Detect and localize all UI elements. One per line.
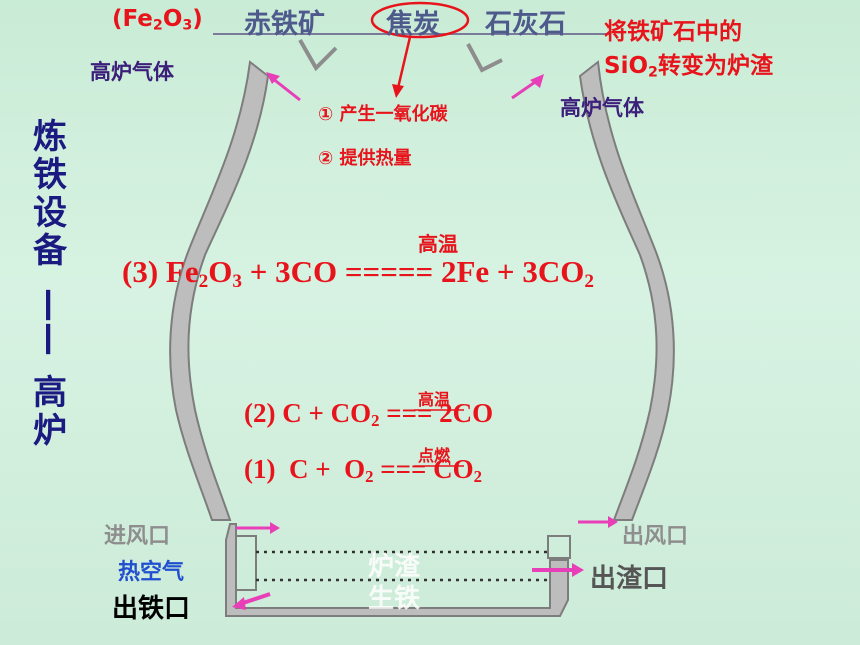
hopper-right (466, 43, 503, 73)
iron-out-arrow (239, 592, 271, 606)
iron-outlet-label: 出铁口 (112, 594, 191, 624)
gas-arrow-left-head (266, 72, 280, 84)
fe2o3-label: (Fe2O3) (112, 6, 203, 34)
furnace-left-wall (169, 60, 270, 521)
material-limestone: 石灰石 (485, 9, 566, 40)
coke-role-1: ① 产生一氧化碳 (318, 104, 448, 125)
side-title-char: 设 (33, 193, 67, 233)
gas-arrow-right (511, 78, 539, 100)
furnace-hearth-left-lip (235, 535, 257, 591)
hot-air-label: 热空气 (118, 560, 185, 585)
side-title-char: 铁 (33, 155, 67, 195)
slag-outlet-label: 出渣口 (590, 564, 669, 594)
furnace-right-wall (578, 60, 675, 521)
eq2-condition: 高温 (418, 390, 451, 409)
side-title-dash: —— (30, 288, 70, 356)
iron-out-arrow-head (232, 597, 246, 610)
side-title-char: 备 (33, 231, 67, 271)
air-inlet-label: 进风口 (104, 524, 171, 549)
slag-layer-label: 炉渣 (368, 552, 421, 582)
coke-highlight-ellipse (370, 1, 470, 39)
material-hematite: 赤铁矿 (244, 9, 325, 40)
material-coke: 焦炭 (386, 9, 440, 40)
air-outlet-label: 出风口 (622, 524, 689, 549)
eq1-condition: 点燃 (418, 446, 451, 465)
side-title-char: 高 (33, 373, 67, 413)
gas-label-left: 高炉气体 (90, 60, 174, 84)
equation-2: (2) C + CO2 === 2CO (244, 398, 494, 431)
hopper-left (298, 39, 338, 72)
side-title-char: 炉 (33, 411, 67, 451)
coke-role-2: ② 提供热量 (318, 148, 412, 169)
air-in-arrow-head (270, 522, 280, 534)
gas-label-right: 高炉气体 (560, 96, 644, 120)
limestone-note-line2: SiO2转变为炉渣 (604, 53, 773, 81)
eq3-condition: 高温 (418, 232, 458, 256)
gas-arrow-left (271, 76, 301, 102)
side-title-char: 炼 (33, 117, 67, 157)
gas-arrow-right-head (530, 74, 544, 88)
equation-3: (3) Fe2O3 + 3CO ===== 2Fe + 3CO2 (122, 254, 594, 292)
coke-arrow-head (392, 84, 404, 98)
air-out-arrow-head (608, 516, 618, 528)
coke-arrow (396, 36, 412, 89)
equation-1: (1) C + O2 === CO2 (244, 454, 483, 487)
iron-layer-label: 生铁 (368, 584, 421, 614)
furnace-hearth-right-lip (547, 535, 571, 559)
side-title: 炼 铁 设 备 —— 高 炉 (30, 118, 70, 450)
limestone-note-line1: 将铁矿石中的 (604, 19, 742, 45)
slag-out-arrow-head (572, 563, 584, 577)
